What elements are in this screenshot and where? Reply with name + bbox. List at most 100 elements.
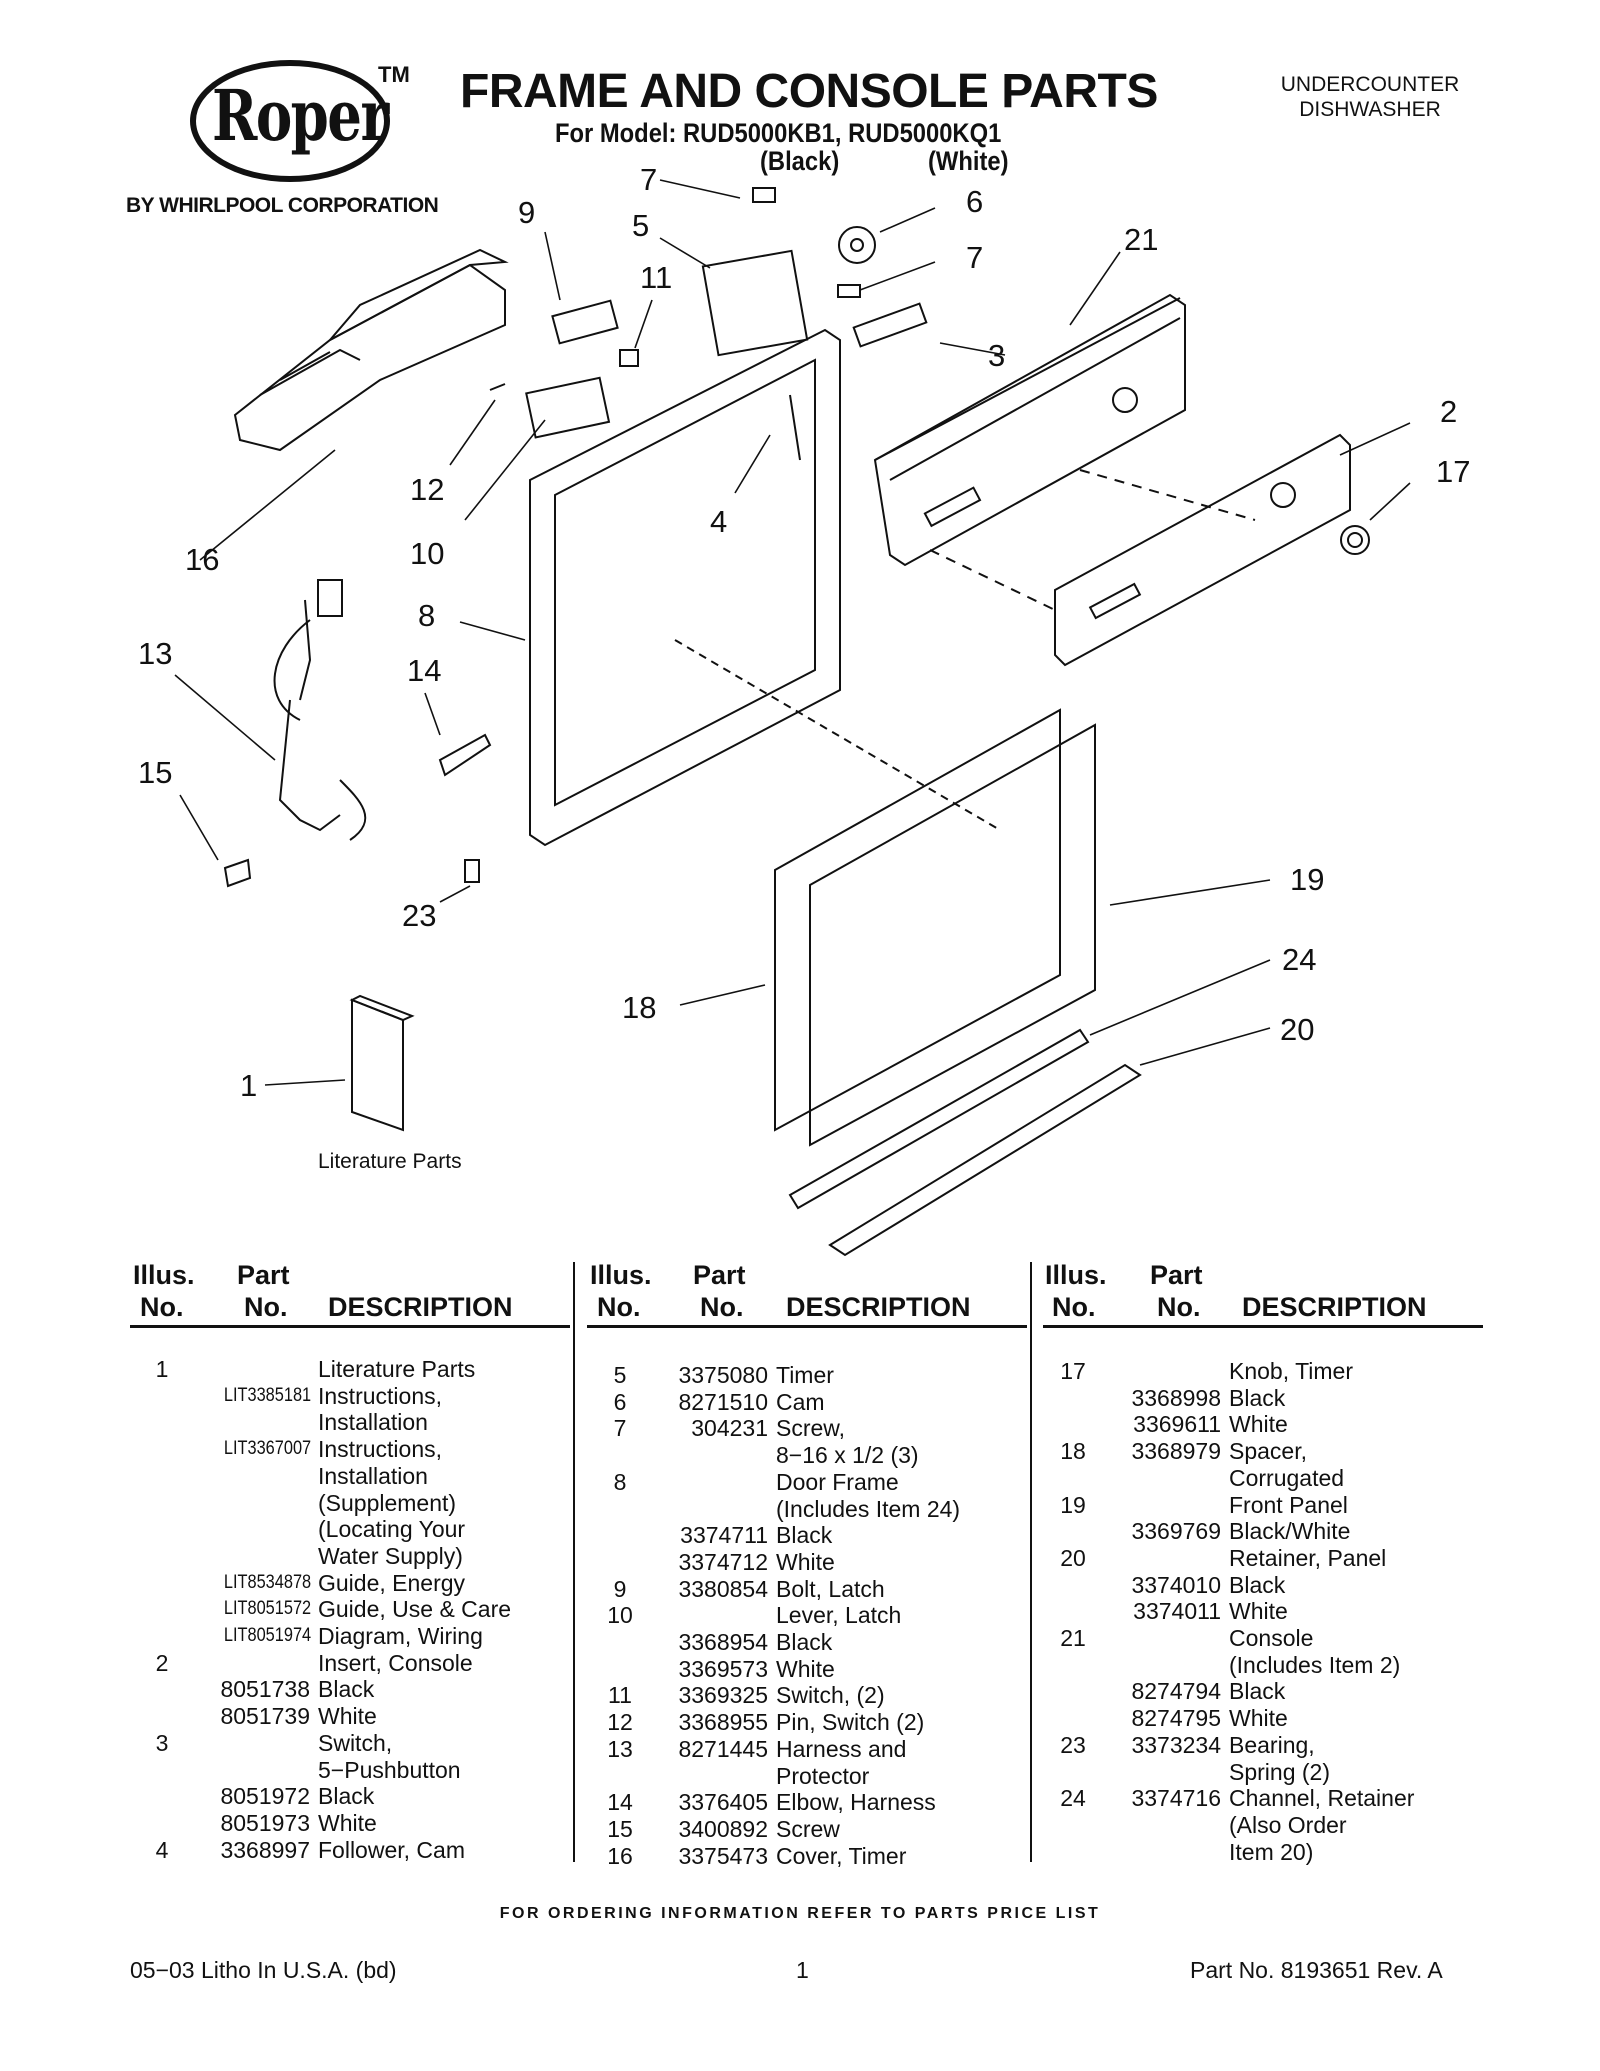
- illus-number: [1045, 1518, 1101, 1545]
- part-number: 3368997: [220, 1836, 310, 1863]
- illus-number: [134, 1409, 190, 1436]
- part-description: Installation: [318, 1462, 428, 1489]
- part-number: 8271510: [678, 1388, 768, 1415]
- appliance-category: UNDERCOUNTER DISHWASHER: [1260, 72, 1480, 122]
- illus-number: [134, 1570, 190, 1597]
- part-number: 3369325: [678, 1682, 768, 1709]
- part-description: Black: [1229, 1571, 1286, 1598]
- table-row: Corrugated: [1045, 1465, 1485, 1492]
- table-row: 8 Door Frame: [592, 1469, 1022, 1496]
- part-number: 3374011: [1133, 1598, 1221, 1625]
- part-description: White: [1229, 1411, 1288, 1438]
- callout-17: 17: [1436, 454, 1471, 489]
- part-description: Retainer, Panel: [1229, 1544, 1387, 1571]
- illus-number: [1045, 1411, 1101, 1438]
- timer-cover-part: [233, 248, 509, 452]
- illus-number: [592, 1442, 648, 1469]
- callout-7b: 7: [966, 240, 984, 275]
- callout-10: 10: [410, 536, 445, 571]
- part-description: Channel, Retainer: [1229, 1785, 1415, 1812]
- illus-number: 16: [607, 1842, 633, 1869]
- illus-number: 8: [613, 1468, 627, 1495]
- part-number: [648, 1763, 776, 1790]
- part-description: (Also Order: [1229, 1811, 1347, 1838]
- harness-parts: [223, 579, 492, 888]
- part-description: Instructions,: [318, 1436, 442, 1463]
- part-description: Elbow, Harness: [776, 1789, 936, 1816]
- callout-21: 21: [1124, 222, 1159, 257]
- illus-number: 4: [155, 1836, 169, 1863]
- part-number: 3369573: [678, 1655, 768, 1682]
- illus-number: 17: [1060, 1358, 1086, 1384]
- part-number: [1101, 1759, 1229, 1786]
- callout-8: 8: [418, 598, 436, 633]
- part-number: 3380854: [678, 1575, 768, 1602]
- illus-number: 15: [607, 1815, 633, 1842]
- illus-number: 24: [1060, 1785, 1086, 1812]
- illus-number: [592, 1629, 648, 1656]
- callout-15: 15: [138, 755, 173, 790]
- table-row: (Includes Item 2): [1045, 1652, 1485, 1679]
- col1-desc-header: DESCRIPTION: [328, 1292, 513, 1322]
- callout-leaders: [174, 179, 1411, 1086]
- part-description: Installation: [318, 1409, 428, 1436]
- callout-13: 13: [138, 636, 173, 671]
- callout-5: 5: [632, 208, 650, 243]
- page-title: FRAME AND CONSOLE PARTS: [460, 65, 1158, 118]
- part-description: Guide, Energy: [318, 1569, 466, 1596]
- part-description: Spring (2): [1229, 1758, 1330, 1785]
- illus-number: 12: [607, 1709, 633, 1736]
- col3-desc-header: DESCRIPTION: [1242, 1292, 1427, 1322]
- part-description: 5−Pushbutton: [318, 1756, 461, 1783]
- part-number: LIT3367007: [223, 1438, 312, 1460]
- illus-number: [134, 1596, 190, 1623]
- part-description: White: [318, 1703, 377, 1730]
- part-number: [1101, 1492, 1229, 1519]
- part-number: [1101, 1465, 1229, 1492]
- col1-partno-header: No.: [244, 1292, 288, 1322]
- trademark-mark: TM: [378, 62, 410, 87]
- illus-number: 18: [1060, 1438, 1086, 1465]
- part-number: [190, 1516, 318, 1543]
- part-description: Black: [1229, 1678, 1286, 1705]
- part-number: [1101, 1625, 1229, 1652]
- part-number: LIT3385181: [223, 1384, 312, 1406]
- part-description: Bolt, Latch: [776, 1575, 885, 1602]
- illus-number: [1045, 1652, 1101, 1679]
- part-number: 3376405: [678, 1789, 768, 1816]
- part-number: 3368955: [678, 1709, 768, 1736]
- category-line-1: UNDERCOUNTER: [1280, 73, 1460, 96]
- col2-part-header: Part: [693, 1260, 746, 1290]
- part-number: [648, 1496, 776, 1523]
- illus-number: [1045, 1705, 1101, 1732]
- table-row: (Supplement): [134, 1490, 564, 1517]
- part-number: 3374716: [1131, 1785, 1221, 1812]
- part-number: [190, 1356, 318, 1383]
- part-description: Door Frame: [776, 1468, 899, 1495]
- door-frame-part: [529, 328, 1001, 847]
- part-number: [1101, 1839, 1229, 1866]
- callout-11: 11: [640, 260, 673, 295]
- illus-number: [134, 1490, 190, 1517]
- part-number: [1101, 1545, 1229, 1572]
- table-row: 8−16 x 1/2 (3): [592, 1442, 1022, 1469]
- part-number: 3369769: [1131, 1518, 1221, 1545]
- part-number: 8271445: [678, 1735, 768, 1762]
- col2-illus-header: Illus.: [590, 1260, 652, 1290]
- illus-number: [1045, 1385, 1101, 1412]
- part-description: Timer: [776, 1362, 834, 1388]
- callout-9: 9: [518, 195, 536, 230]
- callout-4: 4: [710, 504, 728, 539]
- col2-header-rule: [587, 1325, 1027, 1328]
